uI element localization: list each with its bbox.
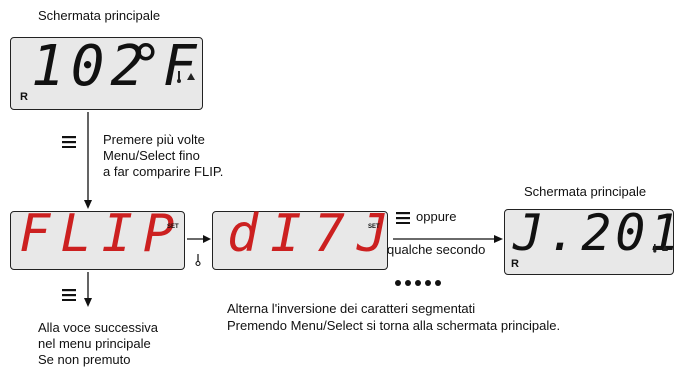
lcd-dinv-digits: dI7J [227,204,401,264]
ellipsis-dots [395,280,441,286]
lcd-home: 102 °F R [10,34,203,110]
main-screen-label-2: Schermata principale [524,184,647,199]
step-press-line-3: a far comparire FLIP. [103,164,224,179]
note-line-1: Alterna l'inversione dei caratteri segme… [227,301,476,316]
menu-icon [62,289,76,301]
lcd-result: J.201 R [504,204,679,275]
thermometer-icon [195,254,201,267]
qualche-secondo-label: qualche secondo [387,242,486,257]
main-screen-label-1: Schermata principale [38,8,161,23]
arrow-up-icon [662,245,668,251]
arrow-up-icon [187,73,195,80]
menu-icon [62,136,76,148]
lcd-dinv-set-tag: SET [368,224,380,230]
menu-icon [396,212,410,224]
lcd-dinv: dI7J SET [212,204,388,270]
lcd-flip: FLIP SET [10,204,185,270]
next-item-line-3: Se non premuto [38,352,131,367]
lcd-result-indicator: R [511,258,519,270]
lcd-home-indicator: R [20,91,28,103]
step-press-line-1: Premere più volte [103,132,205,147]
next-item-line-2: nel menu principale [38,336,151,351]
lcd-home-unit: °F [129,34,197,99]
thermometer-icon [653,244,657,253]
thermometer-icon [177,71,181,83]
lcd-flip-digits: FLIP [19,204,185,264]
step-press-line-2: Menu/Select fino [103,148,200,163]
next-item-line-1: Alla voce successiva [38,320,158,335]
oppure-label: oppure [416,209,457,224]
lcd-result-digits: J.201 [513,204,679,262]
lcd-home-digits: 102 [31,34,151,99]
lcd-flip-set-tag: SET [167,224,179,230]
note-line-2: Premendo Menu/Select si torna alla scher… [227,318,561,333]
